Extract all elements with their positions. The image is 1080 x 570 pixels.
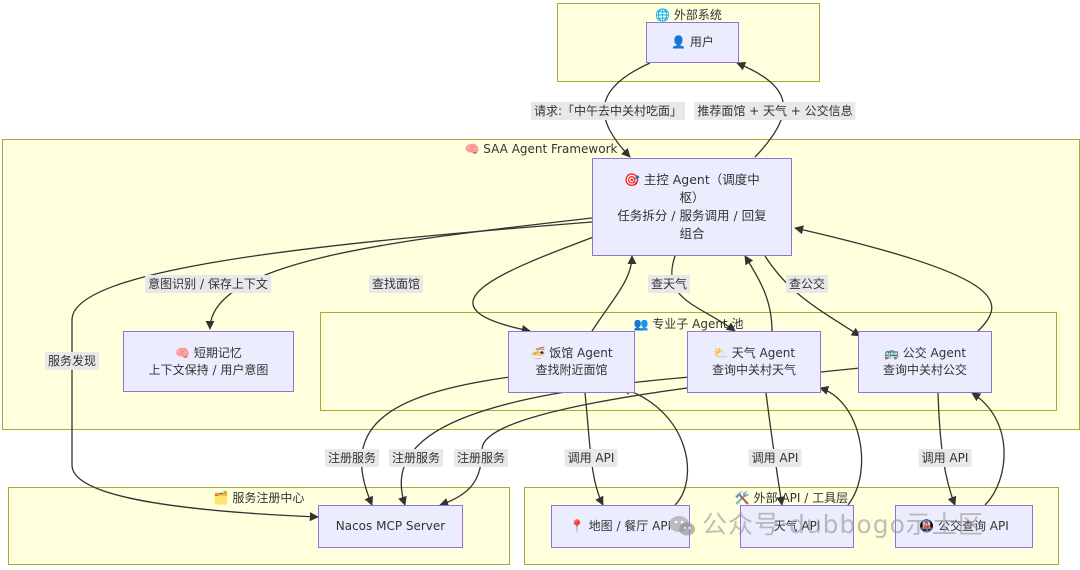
- watermark-text: 公众号·dubbogo示土区: [702, 510, 984, 539]
- weather-api-label: 天气 API: [773, 519, 821, 533]
- edge-restaurant-to-master: [591, 255, 637, 332]
- edge-master-to-weather: [671, 255, 736, 332]
- edge-label-recommend: 推荐面馆 + 天气 + 公交信息: [694, 102, 856, 120]
- edge-label-intent: 意图识别 / 保存上下文: [145, 275, 271, 293]
- edge-master-to-user: [736, 61, 784, 158]
- master-agent-line-3: 任务拆分 / 服务调用 / 回复: [617, 208, 767, 223]
- bus-api-node: 🚇 公交查询 API: [895, 505, 1033, 548]
- memory-title: 🧠 短期记忆: [175, 345, 242, 360]
- restaurant-agent-desc: 查找附近面馆: [535, 363, 608, 377]
- external-systems-cluster: 🌐 外部系统: [557, 3, 820, 82]
- short-term-memory-node: 🧠 短期记忆 上下文保持 / 用户意图: [123, 331, 294, 392]
- bus-agent-desc: 查询中关村公交: [882, 363, 967, 377]
- edge-bus-to-master: [794, 225, 993, 332]
- weather-agent-desc: 查询中关村天气: [711, 363, 796, 377]
- edge-master-to-memory: [205, 217, 593, 330]
- edge-label-register-2: 注册服务: [388, 449, 444, 467]
- edge-label-register-1: 注册服务: [324, 449, 380, 467]
- restaurant-agent-node: 🍜 饭馆 Agent 查找附近面馆: [508, 331, 635, 393]
- edge-label-register-3: 注册服务: [453, 449, 509, 467]
- edge-weather-to-master: [744, 255, 773, 332]
- map-api-label: 📍 地图 / 餐厅 API: [569, 519, 672, 533]
- map-restaurant-api-node: 📍 地图 / 餐厅 API: [551, 505, 690, 548]
- nacos-label: Nacos MCP Server: [335, 519, 446, 533]
- weather-api-node: 天气 API: [740, 505, 854, 548]
- edge-label-call-api-3: 调用 API: [918, 449, 972, 467]
- agent-pool-title: 👥 专业子 Agent 池: [633, 317, 744, 331]
- bus-agent-title: 🚌 公交 Agent: [883, 346, 967, 360]
- master-agent-line-2: 枢）: [679, 190, 705, 205]
- edge-restaurant-register: [360, 376, 511, 506]
- bus-agent-node: 🚌 公交 Agent 查询中关村公交: [858, 331, 992, 393]
- bus-api-label: 🚇 公交查询 API: [919, 519, 1009, 533]
- memory-desc: 上下文保持 / 用户意图: [148, 362, 269, 377]
- edge-master-to-nacos: [71, 221, 593, 522]
- edge-label-request: 请求:「中午去中关村吃面」: [530, 102, 686, 120]
- edge-master-to-restaurant: [472, 229, 613, 334]
- edge-map-api-to-restaurant: [621, 386, 688, 506]
- restaurant-agent-title: 🍜 饭馆 Agent: [530, 346, 613, 360]
- saa-framework-title: 🧠 SAA Agent Framework: [464, 142, 618, 156]
- weather-agent-node: ⛅ 天气 Agent 查询中关村天气: [687, 331, 821, 393]
- master-agent-node: 🎯 主控 Agent（调度中 枢） 任务拆分 / 服务调用 / 回复 组合: [592, 158, 792, 256]
- edge-label-call-api-1: 调用 API: [564, 449, 618, 467]
- edge-label-call-api-2: 调用 API: [748, 449, 802, 467]
- wechat-icon: [669, 516, 695, 536]
- user-node: 👤 用户: [646, 22, 739, 63]
- external-api-title: 🛠️ 外部 API / 工具层: [734, 491, 849, 505]
- edge-label-service-discovery: 服务发现: [44, 352, 100, 370]
- edge-weather-api-to-weather: [819, 386, 863, 506]
- edge-master-to-bus: [764, 255, 861, 337]
- service-registry-title: 🗂️ 服务注册中心: [213, 491, 305, 505]
- nacos-mcp-server-node: Nacos MCP Server: [318, 505, 463, 548]
- edge-label-find-restaurant: 查找面馆: [368, 275, 424, 293]
- weather-agent-title: ⛅ 天气 Agent: [712, 346, 796, 360]
- edge-label-check-bus: 查公交: [785, 275, 829, 293]
- user-label: 👤 用户: [671, 35, 714, 49]
- external-systems-title: 🌐 外部系统: [655, 8, 722, 22]
- edge-label-check-weather: 查天气: [647, 275, 691, 293]
- master-agent-line-1: 🎯 主控 Agent（调度中: [624, 172, 760, 187]
- master-agent-line-4: 组合: [679, 226, 705, 241]
- edge-weather-register: [398, 376, 691, 506]
- edge-bus-api-to-bus: [971, 392, 1005, 506]
